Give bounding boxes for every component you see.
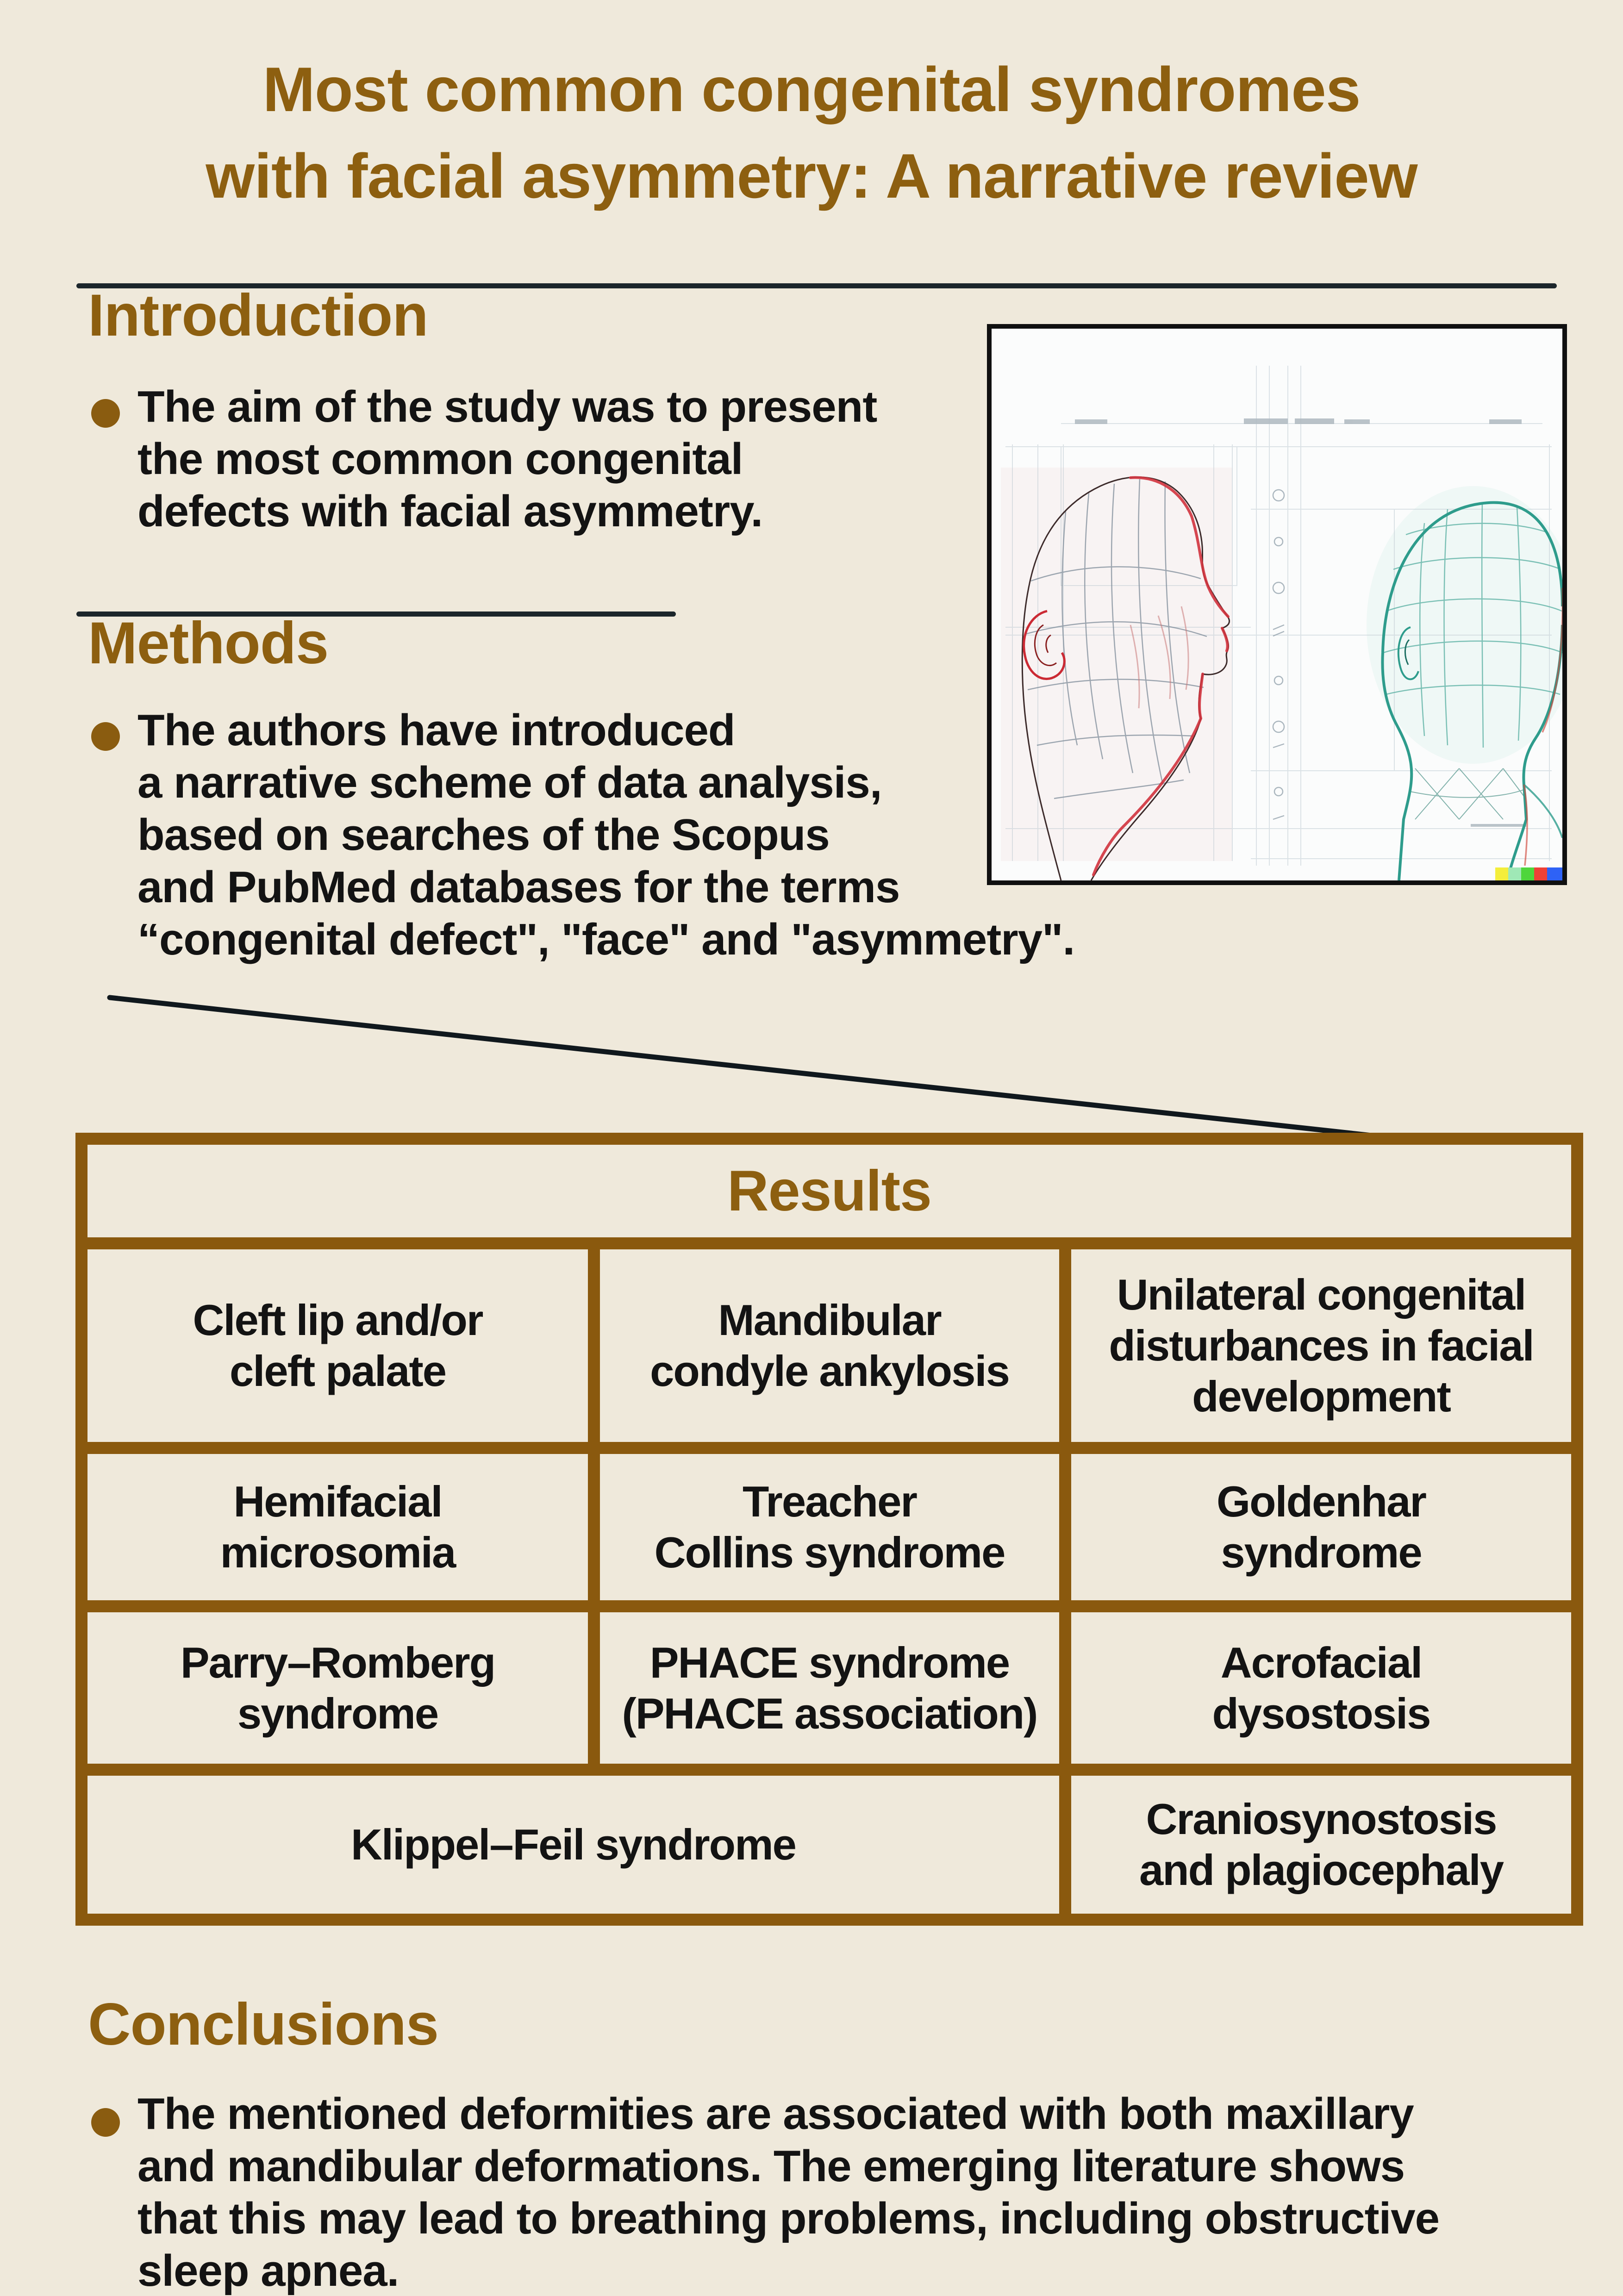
right-head-ear — [1397, 626, 1419, 680]
annotation-dashes — [1075, 418, 1526, 827]
conclusions-text: The mentioned deformities are associated… — [137, 2089, 1440, 2296]
methods-heading: Methods — [88, 610, 329, 676]
results-heading: Results — [87, 1145, 1571, 1237]
methods-text: The authors have introduced a narrative … — [137, 705, 1075, 964]
bullet-icon — [91, 2108, 120, 2137]
right-head-wireframe — [1381, 501, 1562, 880]
methods-divider — [76, 611, 676, 617]
bullet-icon — [91, 722, 120, 751]
table-cell-cleft-lip-palate: Cleft lip and/or cleft palate — [87, 1249, 588, 1442]
grid-lines — [1005, 366, 1552, 866]
dalle-watermark-icon — [1495, 867, 1562, 880]
table-cell-acrofacial-dysostosis: Acrofacial dysostosis — [1071, 1612, 1571, 1764]
table-cell-unilateral-congenital-disturbances: Unilateral congenital disturbances in fa… — [1071, 1249, 1571, 1442]
table-cell-phace-syndrome: PHACE syndrome (PHACE association) — [600, 1612, 1059, 1764]
right-teal-wash — [1367, 486, 1562, 764]
table-cell-craniosynostosis-plagiocephaly: Craniosynostosis and plagiocephaly — [1071, 1776, 1571, 1914]
wireframe-heads-drawing — [992, 329, 1562, 880]
table-cell-treacher-collins-syndrome: Treacher Collins syndrome — [600, 1454, 1059, 1600]
table-cell-goldenhar-syndrome: Goldenhar syndrome — [1071, 1454, 1571, 1600]
measurement-marks — [1272, 489, 1285, 820]
introduction-text: The aim of the study was to present the … — [137, 382, 877, 536]
conclusions-heading: Conclusions — [88, 1991, 439, 2058]
left-head-ear — [1023, 610, 1066, 680]
introduction-divider — [76, 283, 1557, 288]
left-head-wireframe — [1021, 476, 1230, 880]
table-cell-mandibular-condyle-ankylosis: Mandibular condyle ankylosis — [600, 1249, 1059, 1442]
table-cell-hemifacial-microsomia: Hemifacial microsomia — [87, 1454, 588, 1600]
results-table: Results Cleft lip and/or cleft palate Ma… — [75, 1133, 1583, 1926]
table-cell-parry-romberg-syndrome: Parry–Romberg syndrome — [87, 1612, 588, 1764]
page-title: Most common congenital syndromes with fa… — [206, 54, 1417, 211]
wireframe-heads-figure — [987, 324, 1567, 885]
introduction-heading: Introduction — [88, 282, 428, 349]
bullet-icon — [91, 399, 120, 428]
table-cell-klippel-feil-syndrome: Klippel–Feil syndrome — [87, 1776, 1059, 1914]
